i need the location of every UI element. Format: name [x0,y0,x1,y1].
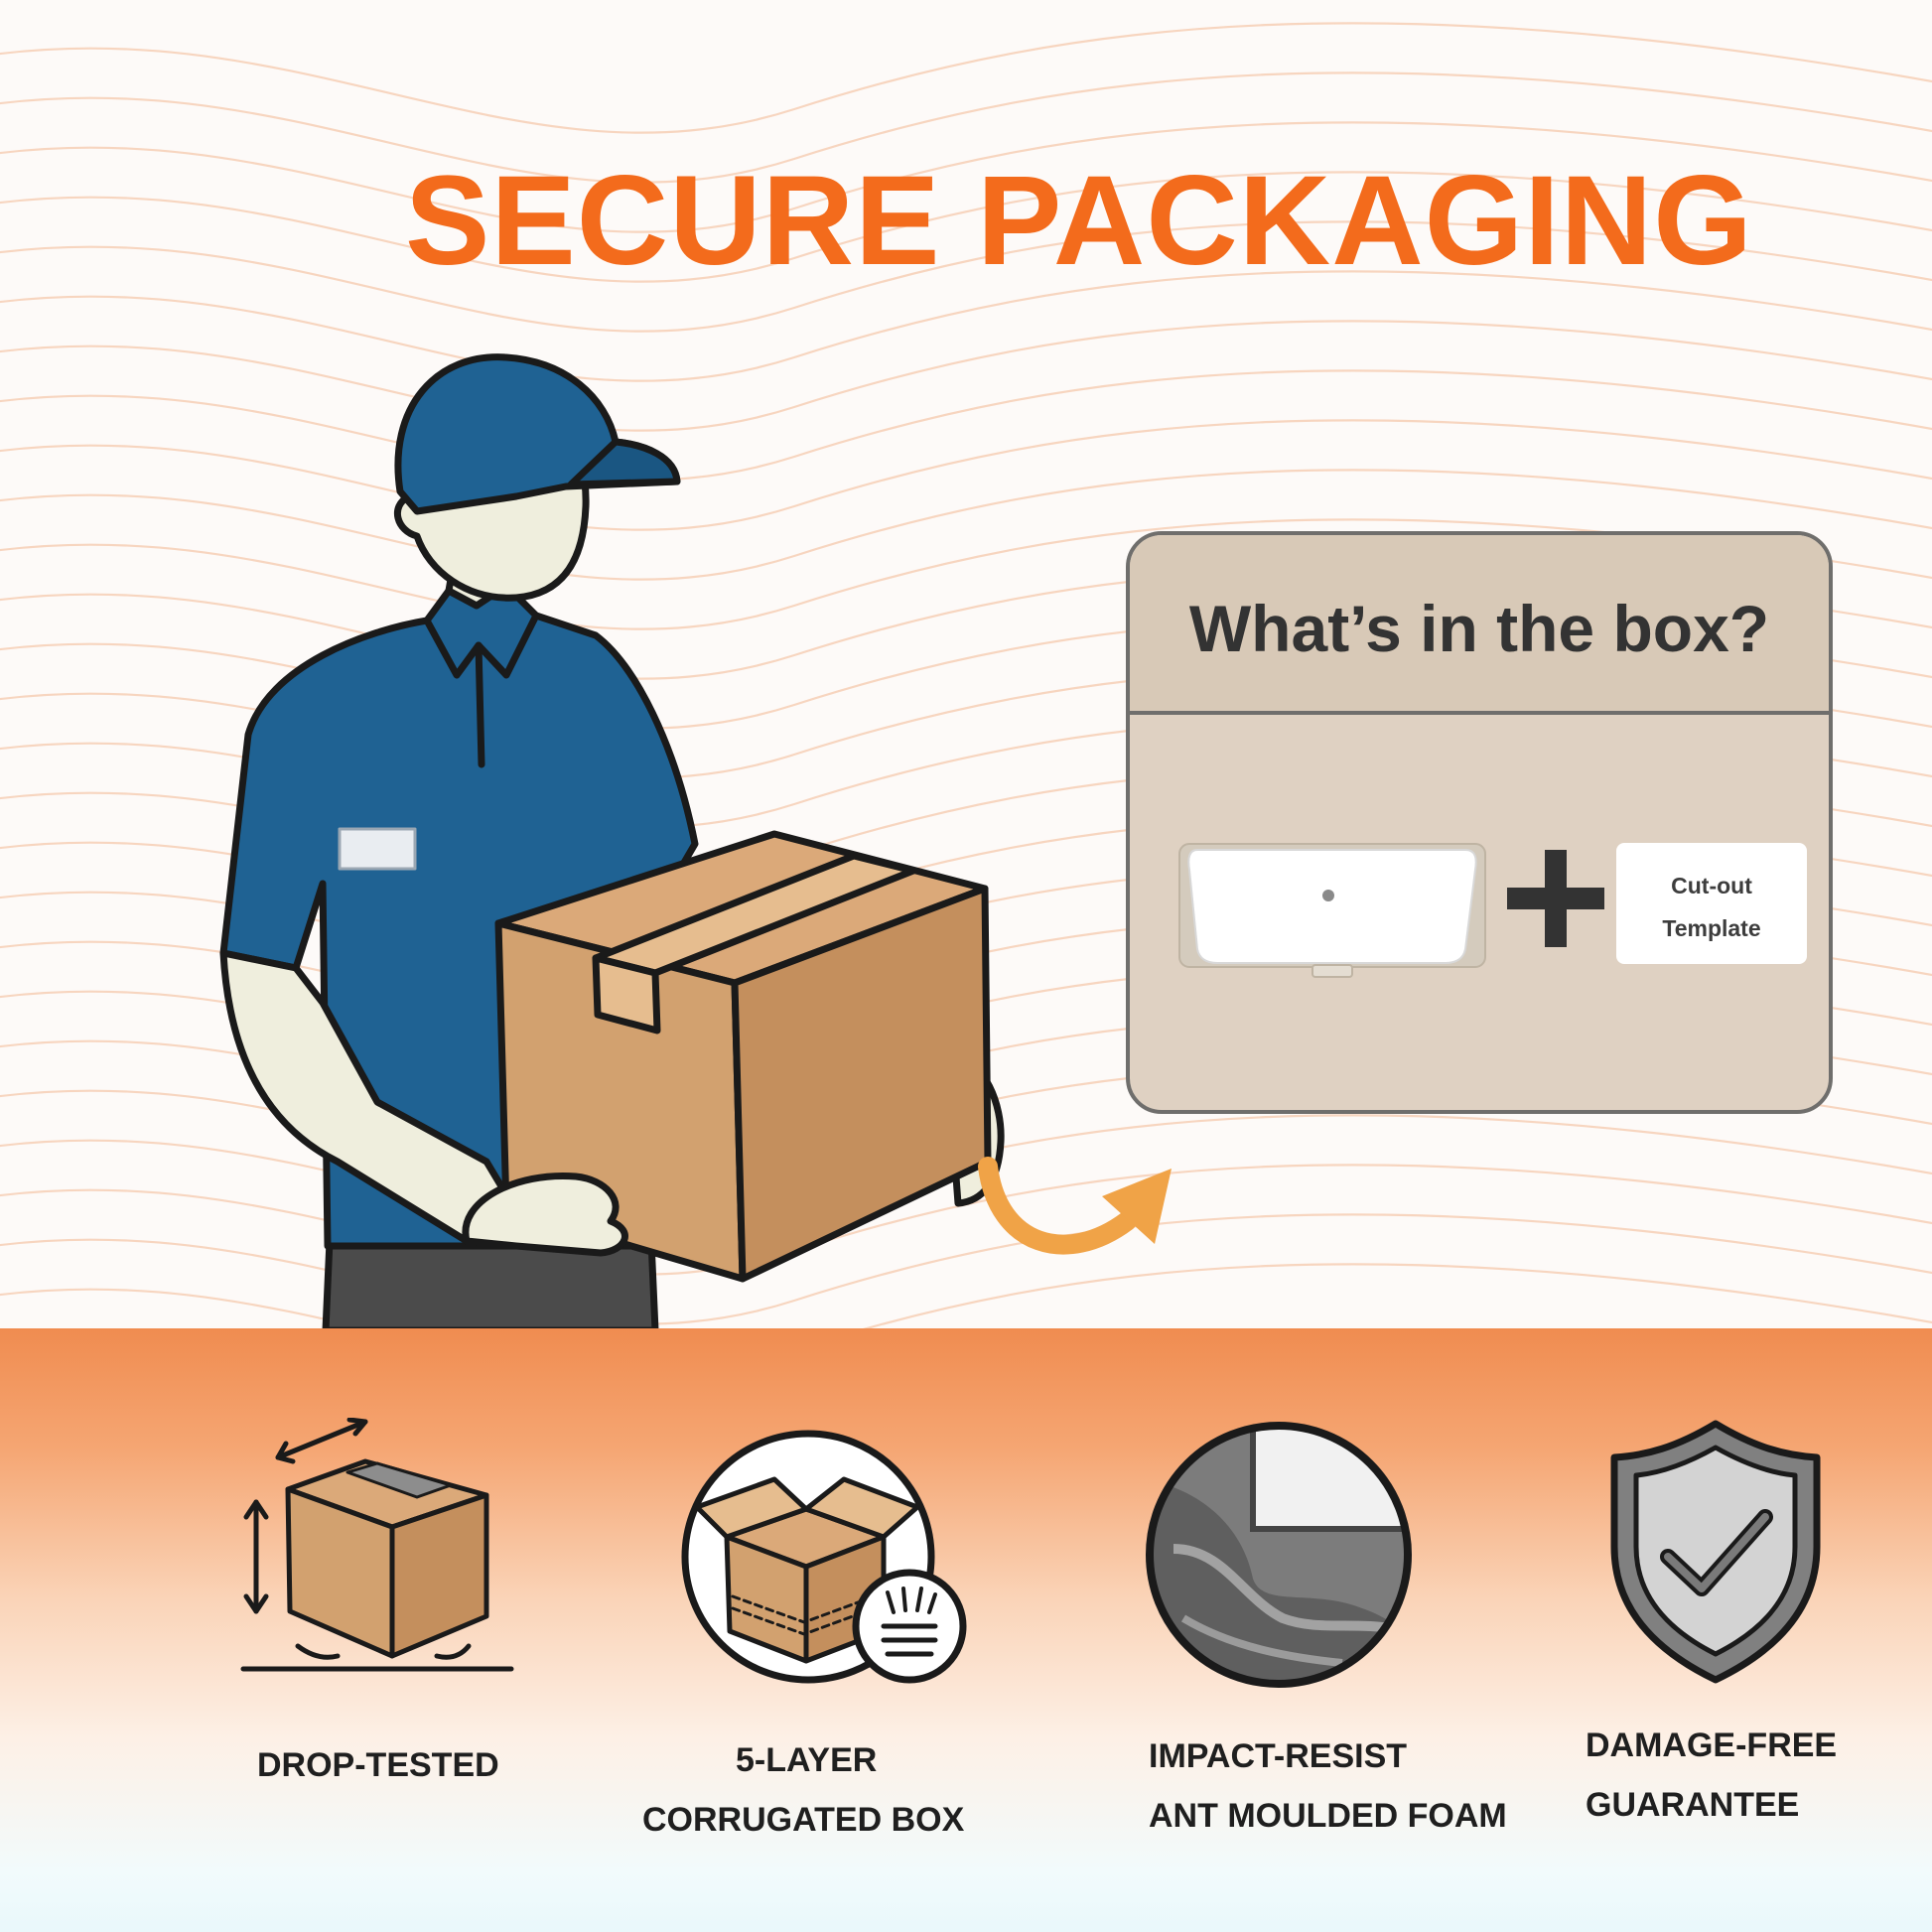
feature-label-damage-free-line-1: DAMAGE-FREE [1586,1726,1838,1764]
hero-section: SECURE PACKAGING [0,22,1932,1328]
cut-out-template-card: Cut-out Template [1616,843,1807,964]
undermount-sink-image [1178,843,1486,978]
features-band: DROP-TESTED 5-LAYER CORRUGATED BOX [0,1328,1932,1932]
feature-label-5-layer-line-2: CORRUGATED BOX [642,1801,965,1839]
panel-title: What’s in the box? [1188,592,1770,665]
curved-arrow-icon [978,1157,1172,1255]
corrugated-box-icon [681,1430,967,1684]
feature-label-5-layer-line-1: 5-LAYER [736,1741,878,1779]
template-label-line-1: Cut-out [1671,873,1752,898]
plus-icon [1507,850,1604,947]
feature-label-damage-free-line-2: GUARANTEE [1586,1786,1800,1824]
feature-label-drop-tested: DROP-TESTED [257,1746,499,1784]
drop-test-box-icon [240,1418,514,1672]
whats-in-the-box-panel: What’s in the box? Cut-out Template [1126,531,1833,1114]
delivery-worker-illustration [219,353,1005,1328]
template-label-line-2: Template [1662,915,1761,941]
feature-label-impact-line-2: ANT MOULDED FOAM [1149,1797,1507,1835]
shield-check-icon [1610,1420,1821,1684]
page-title: SECURE PACKAGING [405,150,1753,292]
panel-header: What’s in the box? [1130,535,1829,715]
feature-label-impact-line-1: IMPACT-RESIST [1149,1737,1408,1775]
moulded-foam-icon [1146,1422,1412,1688]
